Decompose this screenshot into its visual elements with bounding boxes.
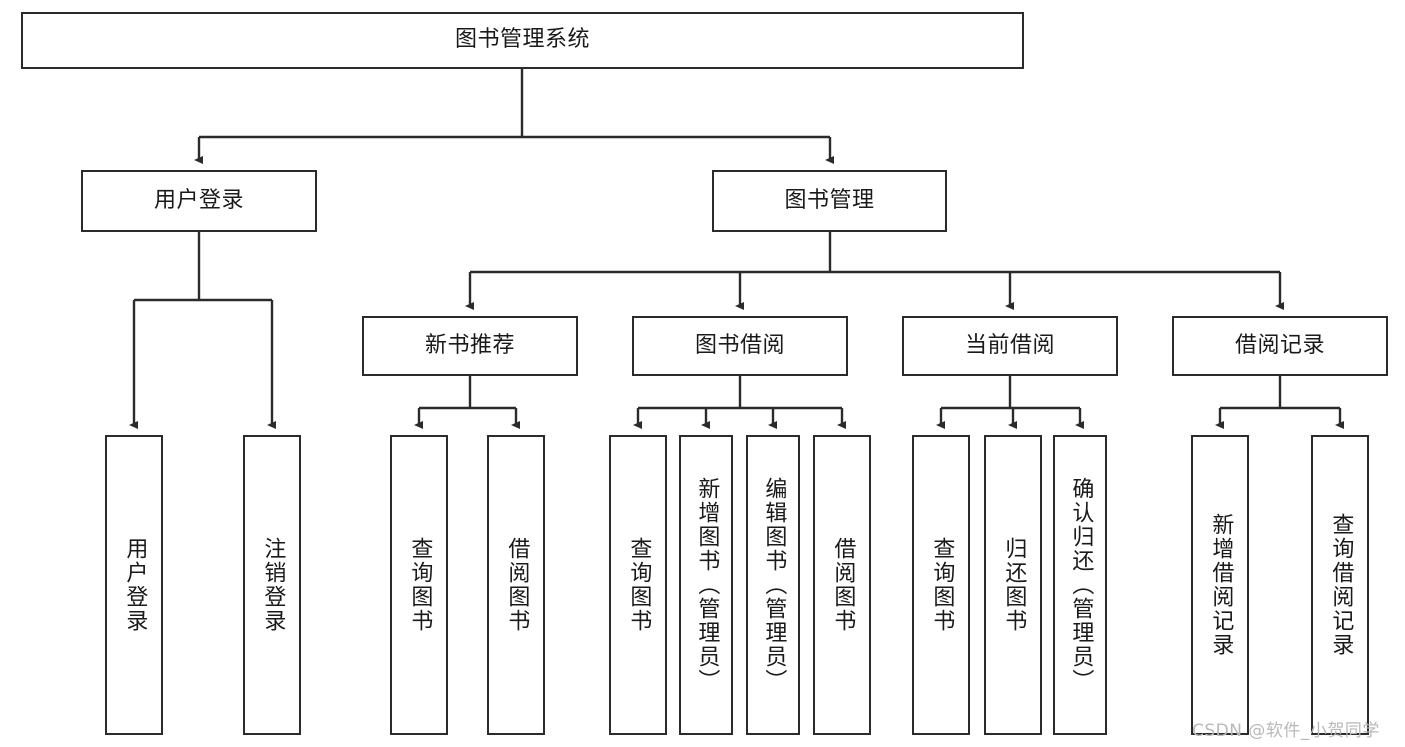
node-leaf-add-borrow-record[interactable]: 新增借阅记录 [1191, 435, 1249, 735]
node-leaf-query-book-borrow-label: 查询图书 [626, 537, 652, 633]
node-leaf-query-book-rec[interactable]: 查询图书 [390, 435, 448, 735]
node-leaf-query-borrow-record-label: 查询借阅记录 [1328, 513, 1354, 657]
node-leaf-confirm-return-admin[interactable]: 确认归还（管理员） [1053, 435, 1107, 735]
node-leaf-add-book-admin-label: 新增图书（管理员） [694, 477, 720, 693]
node-leaf-borrow-book-rec-label: 借阅图书 [504, 537, 530, 633]
node-root-label: 图书管理系统 [454, 27, 590, 53]
node-new-book-rec[interactable]: 新书推荐 [362, 316, 578, 376]
node-leaf-add-book-admin[interactable]: 新增图书（管理员） [679, 435, 733, 735]
node-leaf-borrow-book[interactable]: 借阅图书 [813, 435, 871, 735]
node-borrow-record[interactable]: 借阅记录 [1172, 316, 1388, 376]
node-leaf-confirm-return-admin-label: 确认归还（管理员） [1068, 477, 1094, 693]
node-user-login-label: 用户登录 [153, 187, 244, 213]
node-leaf-borrow-book-rec[interactable]: 借阅图书 [487, 435, 545, 735]
node-leaf-query-book-borrow[interactable]: 查询图书 [609, 435, 667, 735]
node-leaf-add-borrow-record-label: 新增借阅记录 [1208, 513, 1234, 657]
csdn-watermark: CSDN @软件_小贺同学 [1192, 721, 1380, 741]
node-new-book-rec-label: 新书推荐 [424, 332, 515, 358]
node-book-manage[interactable]: 图书管理 [712, 170, 947, 232]
node-leaf-user-login[interactable]: 用户登录 [105, 435, 163, 735]
node-leaf-user-login-label: 用户登录 [122, 537, 148, 633]
node-book-borrow-label: 图书借阅 [694, 332, 785, 358]
node-leaf-borrow-book-label: 借阅图书 [830, 537, 856, 633]
node-book-borrow[interactable]: 图书借阅 [632, 316, 848, 376]
node-user-login[interactable]: 用户登录 [81, 170, 317, 232]
node-leaf-query-borrow-record[interactable]: 查询借阅记录 [1311, 435, 1369, 735]
node-leaf-logout[interactable]: 注销登录 [243, 435, 301, 735]
node-leaf-query-book-current[interactable]: 查询图书 [912, 435, 970, 735]
node-leaf-edit-book-admin-label: 编辑图书（管理员） [761, 477, 787, 693]
node-leaf-return-book[interactable]: 归还图书 [984, 435, 1042, 735]
node-current-borrow-label: 当前借阅 [964, 332, 1055, 358]
node-borrow-record-label: 借阅记录 [1234, 332, 1325, 358]
node-leaf-logout-label: 注销登录 [260, 537, 286, 633]
node-root[interactable]: 图书管理系统 [21, 12, 1024, 69]
node-leaf-edit-book-admin[interactable]: 编辑图书（管理员） [746, 435, 800, 735]
node-leaf-return-book-label: 归还图书 [1001, 537, 1027, 633]
node-current-borrow[interactable]: 当前借阅 [902, 316, 1118, 376]
node-leaf-query-book-rec-label: 查询图书 [407, 537, 433, 633]
node-book-manage-label: 图书管理 [784, 187, 875, 213]
node-leaf-query-book-current-label: 查询图书 [929, 537, 955, 633]
